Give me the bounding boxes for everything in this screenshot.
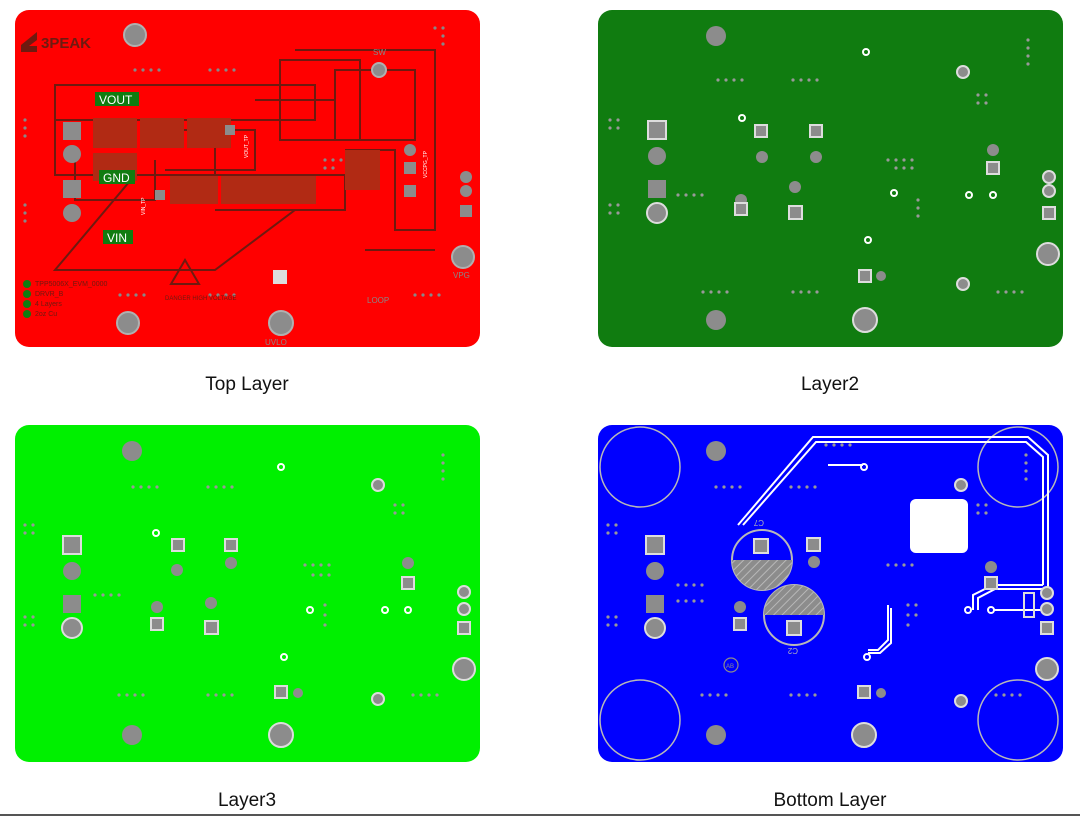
info-line-3: 4 Layers — [35, 301, 62, 308]
info-line-2: DRVR_B — [35, 291, 64, 298]
bottom-traces — [737, 436, 1049, 654]
top-silk-labels: VOUT GND VIN VOUT_TP VIN_TP VCCPG_TP LOO… — [95, 48, 470, 347]
layer3-pads — [63, 441, 414, 745]
label-vin-tp: VIN_TP — [141, 197, 147, 215]
top-components — [93, 59, 380, 204]
layer2-pads — [648, 26, 999, 330]
label-ab: AB — [726, 664, 734, 670]
layer2-board — [598, 10, 1063, 347]
caption-top-layer: Top Layer — [205, 374, 289, 395]
layer2-outlined-pads — [646, 65, 1060, 333]
label-c2: C2 — [787, 646, 798, 655]
layer3-board — [15, 425, 480, 762]
layer2-small-vias — [738, 48, 997, 244]
bottom-cap-c2: C2 — [763, 584, 825, 655]
bottom-layer-panel: C7 C2 — [598, 425, 1063, 762]
layer3-panel — [15, 425, 480, 762]
bottom-layer-board: C7 C2 — [598, 425, 1063, 762]
bottom-divider — [0, 814, 1080, 816]
layer3-outline — [15, 425, 480, 762]
layer3-small-vias — [152, 463, 412, 661]
label-vin: VIN — [107, 231, 127, 245]
label-uvlo: UVLO — [265, 338, 287, 347]
bottom-pads — [646, 441, 997, 745]
bottom-ab-mark: AB — [723, 657, 739, 673]
label-vout-tp: VOUT_TP — [244, 134, 250, 158]
board-info: TPP5006X_EVM_0000 DRVR_B 4 Layers 2oz Cu — [23, 280, 107, 318]
label-vccpg-tp: VCCPG_TP — [423, 150, 429, 178]
label-c7: C7 — [753, 518, 764, 527]
layer2-panel — [598, 10, 1063, 347]
top-layer-board: 3PEAK VOUT GND VIN VOUT_TP VIN_TP VCCPG_… — [15, 10, 480, 347]
danger-text: DANGER HIGH VOLTAGE — [165, 296, 236, 302]
caption-bottom-layer: Bottom Layer — [773, 790, 887, 811]
bottom-cap-c7: C7 — [731, 518, 793, 591]
label-sw: SW — [373, 48, 386, 57]
caption-layer2: Layer2 — [800, 374, 860, 395]
top-copper-traces — [52, 49, 436, 271]
label-loop: LOOP — [367, 296, 389, 305]
bottom-small-vias — [860, 463, 995, 661]
label-gnd: GND — [103, 171, 130, 185]
top-testpoints — [116, 23, 475, 336]
info-line-1: TPP5006X_EVM_0000 — [35, 281, 107, 288]
layer2-outline — [598, 10, 1063, 347]
layer2-via-grid — [608, 38, 1030, 294]
danger-warning: DANGER HIGH VOLTAGE — [165, 258, 236, 302]
bottom-via-grid — [606, 443, 1028, 697]
label-vpg: VPG — [453, 271, 470, 280]
top-pads — [63, 122, 472, 284]
label-vout: VOUT — [99, 93, 133, 107]
bottom-thermal-pad — [910, 499, 968, 553]
top-layer-panel: 3PEAK VOUT GND VIN VOUT_TP VIN_TP VCCPG_… — [15, 10, 480, 347]
layer3-via-grid — [23, 453, 445, 697]
caption-layer3: Layer3 — [217, 790, 277, 811]
bottom-outlined-pads — [644, 478, 1059, 748]
info-line-4: 2oz Cu — [35, 311, 57, 318]
logo-text: 3PEAK — [41, 35, 91, 52]
bottom-mounting-holes — [599, 426, 1059, 761]
layer3-outlined-pads — [61, 478, 476, 748]
top-vias — [23, 26, 445, 297]
top-logo: 3PEAK — [21, 32, 91, 52]
bottom-layer-outline — [598, 425, 1063, 762]
